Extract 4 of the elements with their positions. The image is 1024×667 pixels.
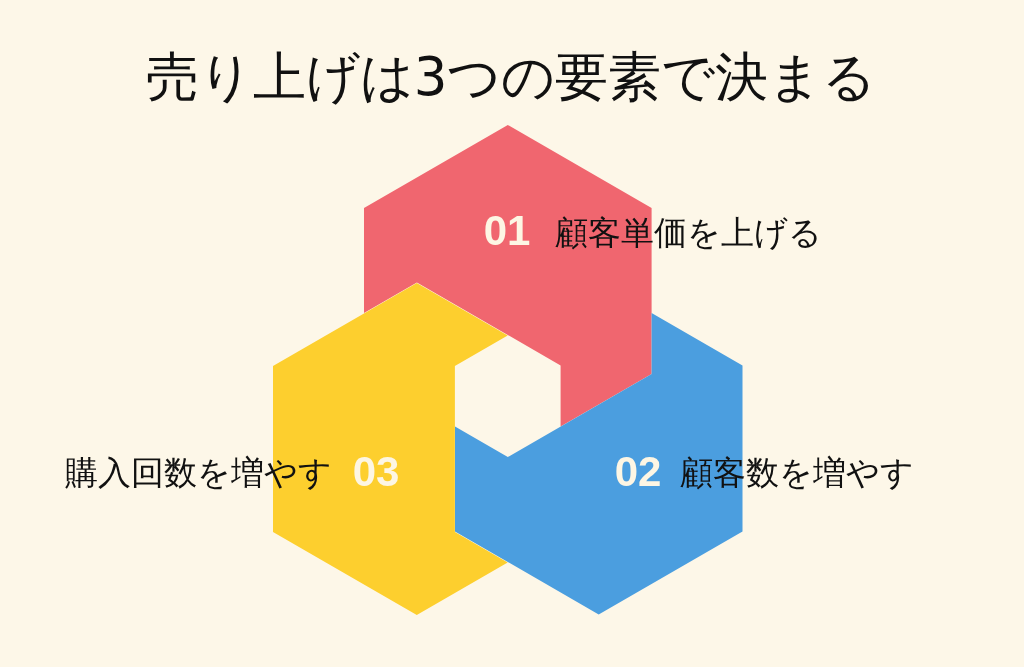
step-number: 02 [614, 451, 662, 493]
title: 売り上げは3つの要素で決まる [145, 50, 877, 103]
step-number: 01 [483, 210, 531, 252]
step-number: 03 [352, 451, 400, 493]
